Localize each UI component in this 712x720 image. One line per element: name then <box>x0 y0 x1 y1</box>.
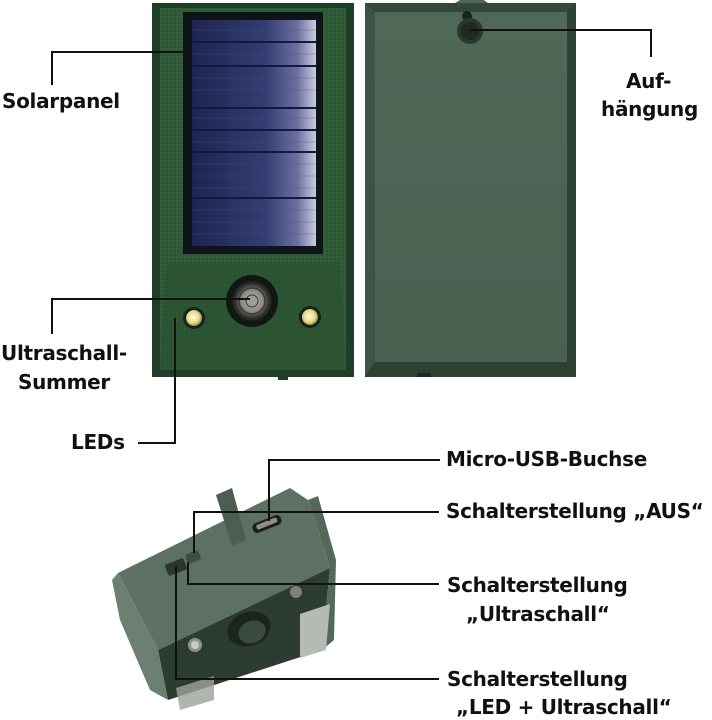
label-schalter-led-line2: „LED + Ultraschall“ <box>456 695 672 719</box>
label-aufhaengung-line1: Auf- <box>626 69 672 93</box>
label-ultraschall-line1: Ultraschall- <box>1 341 127 365</box>
callout-line-aufhaengung-h <box>470 29 652 31</box>
label-solarpanel: Solarpanel <box>2 89 120 113</box>
callout-line-ultraschall-switch-h <box>187 583 439 585</box>
callout-line-ultraschall-h <box>52 298 250 300</box>
callout-line-ultraschall-v <box>51 298 53 334</box>
bottom-device <box>112 488 336 710</box>
label-ultraschall-line2: Summer <box>18 370 110 394</box>
label-leds: LEDs <box>71 430 125 454</box>
label-aufhaengung-line2: hängung <box>601 97 698 121</box>
callout-line-ultraschall-switch-v <box>187 562 189 584</box>
callout-line-led-switch-v <box>175 566 177 680</box>
callout-line-aus-h <box>193 511 439 513</box>
callout-line-usb-v <box>268 459 270 521</box>
label-schalter-ultraschall-line2: „Ultraschall“ <box>466 602 610 626</box>
label-micro-usb: Micro-USB-Buchse <box>446 447 647 471</box>
callout-line-led-switch-h <box>175 678 439 680</box>
back-device <box>365 0 576 377</box>
front-device <box>152 3 354 380</box>
callout-line-solarpanel-h <box>52 51 186 53</box>
label-schalter-led-line1: Schalterstellung <box>447 667 628 691</box>
callout-line-leds-h <box>138 442 176 444</box>
callout-line-leds-v <box>174 318 176 444</box>
label-schalter-ultraschall-line1: Schalterstellung <box>447 573 628 597</box>
callout-line-aufhaengung-v <box>650 29 652 57</box>
callout-line-aus-v <box>193 511 195 553</box>
callout-line-usb-h <box>268 459 440 461</box>
callout-line-solarpanel-v <box>51 51 53 85</box>
label-schalter-aus: Schalterstellung „AUS“ <box>446 499 704 523</box>
